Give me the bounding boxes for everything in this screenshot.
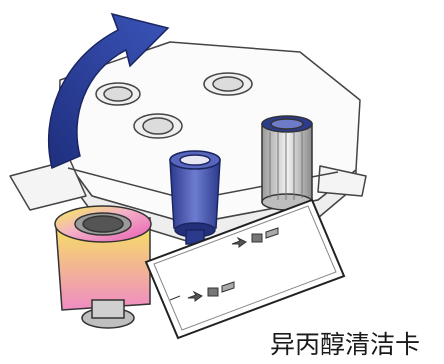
card-insert-icon (169, 227, 279, 302)
cleaning-roller (169, 150, 221, 245)
rotate-arrow-icon (48, 12, 170, 170)
caption-label: 异丙醇清洁卡 (270, 330, 421, 359)
ribbon-spool (54, 205, 152, 329)
cleaning-card (144, 198, 346, 340)
metal-roller (261, 115, 313, 211)
